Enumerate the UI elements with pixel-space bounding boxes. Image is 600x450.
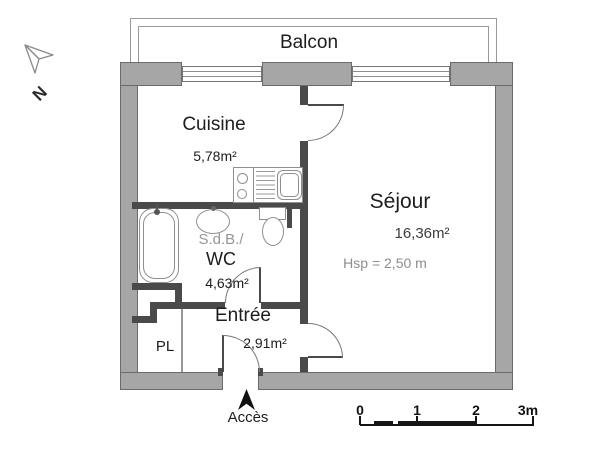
sink-drainboard-icon	[256, 171, 275, 199]
scale-tick	[475, 416, 477, 425]
scale-tick-label: 3m	[517, 402, 539, 418]
window-cuisine	[182, 66, 262, 82]
cuisine-label: Cuisine	[182, 114, 246, 135]
access-arrow-icon	[238, 389, 255, 410]
bathroom-label-line1: S.d.B./	[198, 231, 244, 248]
window-sejour	[352, 66, 450, 82]
stove-burner-icon	[237, 173, 248, 184]
wall-cuisine-bathroom	[132, 202, 308, 209]
scale-tick	[416, 416, 418, 425]
entree-area: 2,91m²	[243, 335, 287, 351]
toilet-bowl-icon	[262, 217, 284, 246]
door-jamb-left	[218, 368, 223, 376]
outer-wall-right	[495, 62, 513, 390]
scale-tick	[359, 416, 361, 425]
entree-label: Entrée	[215, 305, 271, 326]
wall-step-v1	[175, 283, 182, 309]
sejour-ceiling-height: Hsp = 2,50 m	[343, 255, 427, 271]
north-compass: N	[22, 42, 68, 114]
wall-step-h	[132, 316, 157, 323]
sink-basin-inner	[280, 173, 299, 197]
sejour-label: Séjour	[369, 190, 431, 213]
bathroom-area: 4,63m²	[205, 275, 249, 291]
scale-tick-label: 0	[356, 402, 364, 418]
outer-wall-top-left	[120, 62, 182, 86]
scale-dash	[374, 421, 393, 426]
washbasin-faucet-icon	[211, 206, 216, 211]
bathtub-faucet-icon	[154, 209, 160, 215]
outer-wall-top-center	[262, 62, 352, 86]
partition-cuisine-sejour	[300, 141, 308, 324]
outer-wall-left	[120, 62, 138, 390]
door-arc-entree-sejour	[308, 323, 343, 358]
bathtub-inner	[143, 212, 175, 279]
access-label: Accès	[227, 409, 269, 426]
counter-divider-line	[253, 167, 254, 203]
outer-wall-top-right	[450, 62, 513, 86]
north-label: N	[28, 82, 51, 105]
balcony-railing-inner	[138, 26, 489, 66]
duct-wall	[287, 209, 292, 228]
door-jamb-right	[258, 368, 263, 376]
scale-tick	[532, 416, 534, 425]
wall-step-v2	[150, 302, 157, 323]
scale-dash	[398, 421, 417, 426]
outer-wall-bottom-right	[258, 372, 513, 390]
scale-tick-label: 1	[413, 402, 421, 418]
north-arrow-icon	[24, 44, 54, 74]
scale-solid-segment	[417, 421, 476, 426]
balcony-railing-outer	[130, 18, 497, 66]
sejour-area: 16,36m²	[394, 225, 450, 242]
bathroom-label-line2: WC	[206, 249, 236, 269]
stove-burner-icon	[237, 189, 247, 199]
wall-bathroom-bottom-left	[150, 302, 225, 309]
partition-entree-sejour-low	[300, 357, 308, 372]
placard-label: PL	[155, 338, 175, 355]
balcony-label: Balcon	[279, 32, 339, 53]
bathtub-faucet-stem	[156, 205, 158, 210]
placard-partition-line	[181, 309, 183, 372]
scale-tick-label: 2	[472, 402, 480, 418]
wall-below-bathtub	[132, 283, 182, 290]
cuisine-area: 5,78m²	[193, 148, 237, 164]
partition-stub-top	[300, 86, 308, 105]
outer-wall-bottom-left	[120, 372, 223, 390]
wall-bathroom-bottom-right	[261, 302, 308, 309]
door-arc-cuisine-sejour	[308, 105, 344, 141]
